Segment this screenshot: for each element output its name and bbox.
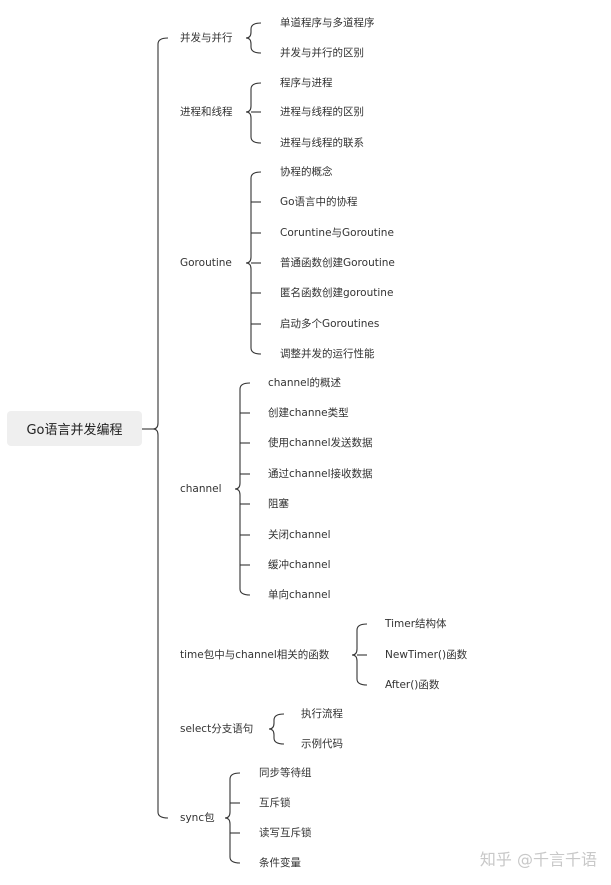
- leaf-node[interactable]: 互斥锁: [259, 797, 291, 809]
- leaf-node[interactable]: 读写互斥锁: [259, 827, 312, 839]
- branch-brace: [234, 382, 251, 596]
- leaf-node[interactable]: 匿名函数创建goroutine: [280, 287, 394, 299]
- leaf-node[interactable]: 同步等待组: [259, 767, 312, 779]
- leaf-node[interactable]: 单道程序与多道程序: [280, 17, 375, 29]
- leaf-node[interactable]: 单向channel: [268, 589, 331, 601]
- root-brace: [152, 37, 169, 819]
- leaf-node[interactable]: 条件变量: [259, 857, 301, 869]
- leaf-node[interactable]: Coruntine与Goroutine: [280, 227, 394, 239]
- branch-brace: [245, 171, 262, 355]
- leaf-node[interactable]: 创建channe类型: [268, 407, 349, 419]
- branch-brace: [224, 772, 241, 864]
- leaf-node[interactable]: 示例代码: [301, 738, 343, 750]
- branch-node[interactable]: select分支语句: [180, 723, 254, 735]
- branch-brace: [268, 713, 285, 745]
- branch-brace: [351, 623, 368, 686]
- branch-node[interactable]: channel: [180, 483, 222, 495]
- leaf-node[interactable]: 进程与线程的区别: [280, 106, 364, 118]
- leaf-node[interactable]: Go语言中的协程: [280, 196, 358, 208]
- leaf-node[interactable]: 关闭channel: [268, 529, 331, 541]
- leaf-node[interactable]: channel的概述: [268, 377, 342, 389]
- leaf-node[interactable]: 程序与进程: [280, 77, 333, 89]
- branch-brace: [245, 22, 262, 54]
- leaf-node[interactable]: 调整并发的运行性能: [280, 348, 375, 360]
- watermark: 知乎 @千言千语: [479, 850, 597, 869]
- leaf-node[interactable]: 协程的概念: [280, 166, 333, 178]
- branch-node[interactable]: Goroutine: [180, 257, 232, 269]
- leaf-node[interactable]: 启动多个Goroutines: [280, 318, 380, 330]
- leaf-node[interactable]: 普通函数创建Goroutine: [280, 257, 395, 269]
- root-node[interactable]: Go语言并发编程: [7, 411, 142, 446]
- leaf-node[interactable]: After()函数: [385, 679, 440, 691]
- leaf-node[interactable]: 阻塞: [268, 498, 289, 510]
- leaf-node[interactable]: 缓冲channel: [268, 559, 331, 571]
- leaf-node[interactable]: 通过channel接收数据: [268, 468, 373, 480]
- leaf-node[interactable]: 使用channel发送数据: [268, 437, 373, 449]
- leaf-node[interactable]: 并发与并行的区别: [280, 47, 364, 59]
- branch-node[interactable]: sync包: [180, 812, 215, 824]
- branch-brace: [245, 82, 262, 144]
- leaf-node[interactable]: Timer结构体: [385, 618, 447, 630]
- branch-node[interactable]: time包中与channel相关的函数: [180, 649, 330, 661]
- leaf-node[interactable]: NewTimer()函数: [385, 649, 468, 661]
- leaf-node[interactable]: 进程与线程的联系: [280, 137, 364, 149]
- leaf-node[interactable]: 执行流程: [301, 708, 343, 720]
- branch-node[interactable]: 进程和线程: [180, 106, 233, 118]
- branch-node[interactable]: 并发与并行: [180, 32, 233, 44]
